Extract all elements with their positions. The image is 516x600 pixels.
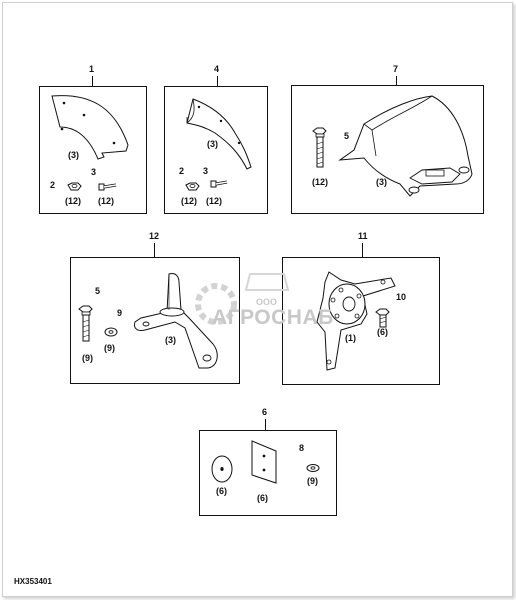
- watermark-small-text: ООО: [256, 297, 278, 307]
- watermark-logo-icon: [195, 273, 290, 325]
- callout-1: 1: [89, 64, 95, 74]
- part-number: 8: [299, 443, 305, 453]
- flange-nut-icon: [67, 182, 82, 191]
- plate-icon: [251, 440, 277, 484]
- part-label: (3): [376, 177, 387, 187]
- callout-line-12: [154, 243, 155, 257]
- callout-6: 6: [262, 407, 268, 417]
- part-number: 5: [95, 286, 101, 296]
- disc-spacer-icon: [211, 455, 233, 483]
- part-qty: (12): [206, 196, 223, 206]
- group-11-box: (1) 10 (6): [282, 257, 440, 385]
- flange-nut-icon: [185, 182, 200, 191]
- part-label: (3): [207, 139, 218, 149]
- watermark-text: АГРОСНАБ: [212, 306, 334, 329]
- part-label: (3): [68, 150, 79, 160]
- part-label: (3): [165, 335, 176, 345]
- drawing-id: HX353401: [14, 577, 52, 586]
- part-qty: (12): [312, 177, 329, 187]
- hex-bolt-icon: [78, 305, 93, 342]
- part-qty: (12): [98, 196, 115, 206]
- part-label: (6): [257, 493, 268, 503]
- bolt-icon: [210, 180, 228, 188]
- part-number: 9: [117, 308, 123, 318]
- housing-cover-icon: [338, 95, 473, 197]
- deflector-shield-icon: [51, 95, 129, 160]
- part-qty: (9): [307, 476, 318, 486]
- hex-bolt-icon: [312, 127, 327, 168]
- callout-line-6: [265, 419, 266, 430]
- blade-mount-icon: [134, 273, 218, 369]
- part-qty: (6): [377, 327, 388, 337]
- part-number: 10: [396, 292, 407, 302]
- bolt-icon: [98, 183, 117, 191]
- callout-11: 11: [358, 231, 368, 241]
- washer-icon: [306, 464, 320, 472]
- washer-icon: [104, 327, 118, 337]
- part-number: 3: [203, 166, 209, 176]
- callout-line-4: [217, 76, 218, 86]
- part-qty: (12): [181, 196, 198, 206]
- callout-4: 4: [214, 64, 220, 74]
- curved-shield-icon: [186, 98, 252, 170]
- part-label: (6): [216, 486, 227, 496]
- part-label: (1): [345, 333, 356, 343]
- shoulder-bolt-icon: [375, 308, 390, 328]
- part-number: 3: [91, 167, 97, 177]
- callout-line-11: [362, 243, 363, 257]
- part-number: 2: [50, 180, 56, 190]
- part-qty: (9): [82, 353, 93, 363]
- group-7-box: (3) 5 (12): [291, 85, 484, 214]
- callout-line-1: [92, 76, 93, 86]
- callout-line-7: [396, 76, 397, 85]
- group-1-box: (3) 2 (12) 3 (12): [39, 86, 147, 214]
- callout-7: 7: [393, 64, 399, 74]
- hub-plate-icon: [316, 271, 396, 371]
- callout-12: 12: [149, 231, 160, 241]
- group-6-box: (6) (6) 8 (9): [199, 430, 337, 516]
- part-number: 5: [344, 131, 350, 141]
- part-number: 2: [179, 166, 185, 176]
- group-4-box: (3) 2 (12) 3 (12): [164, 86, 268, 214]
- part-qty: (12): [65, 196, 82, 206]
- part-qty: (9): [104, 343, 115, 353]
